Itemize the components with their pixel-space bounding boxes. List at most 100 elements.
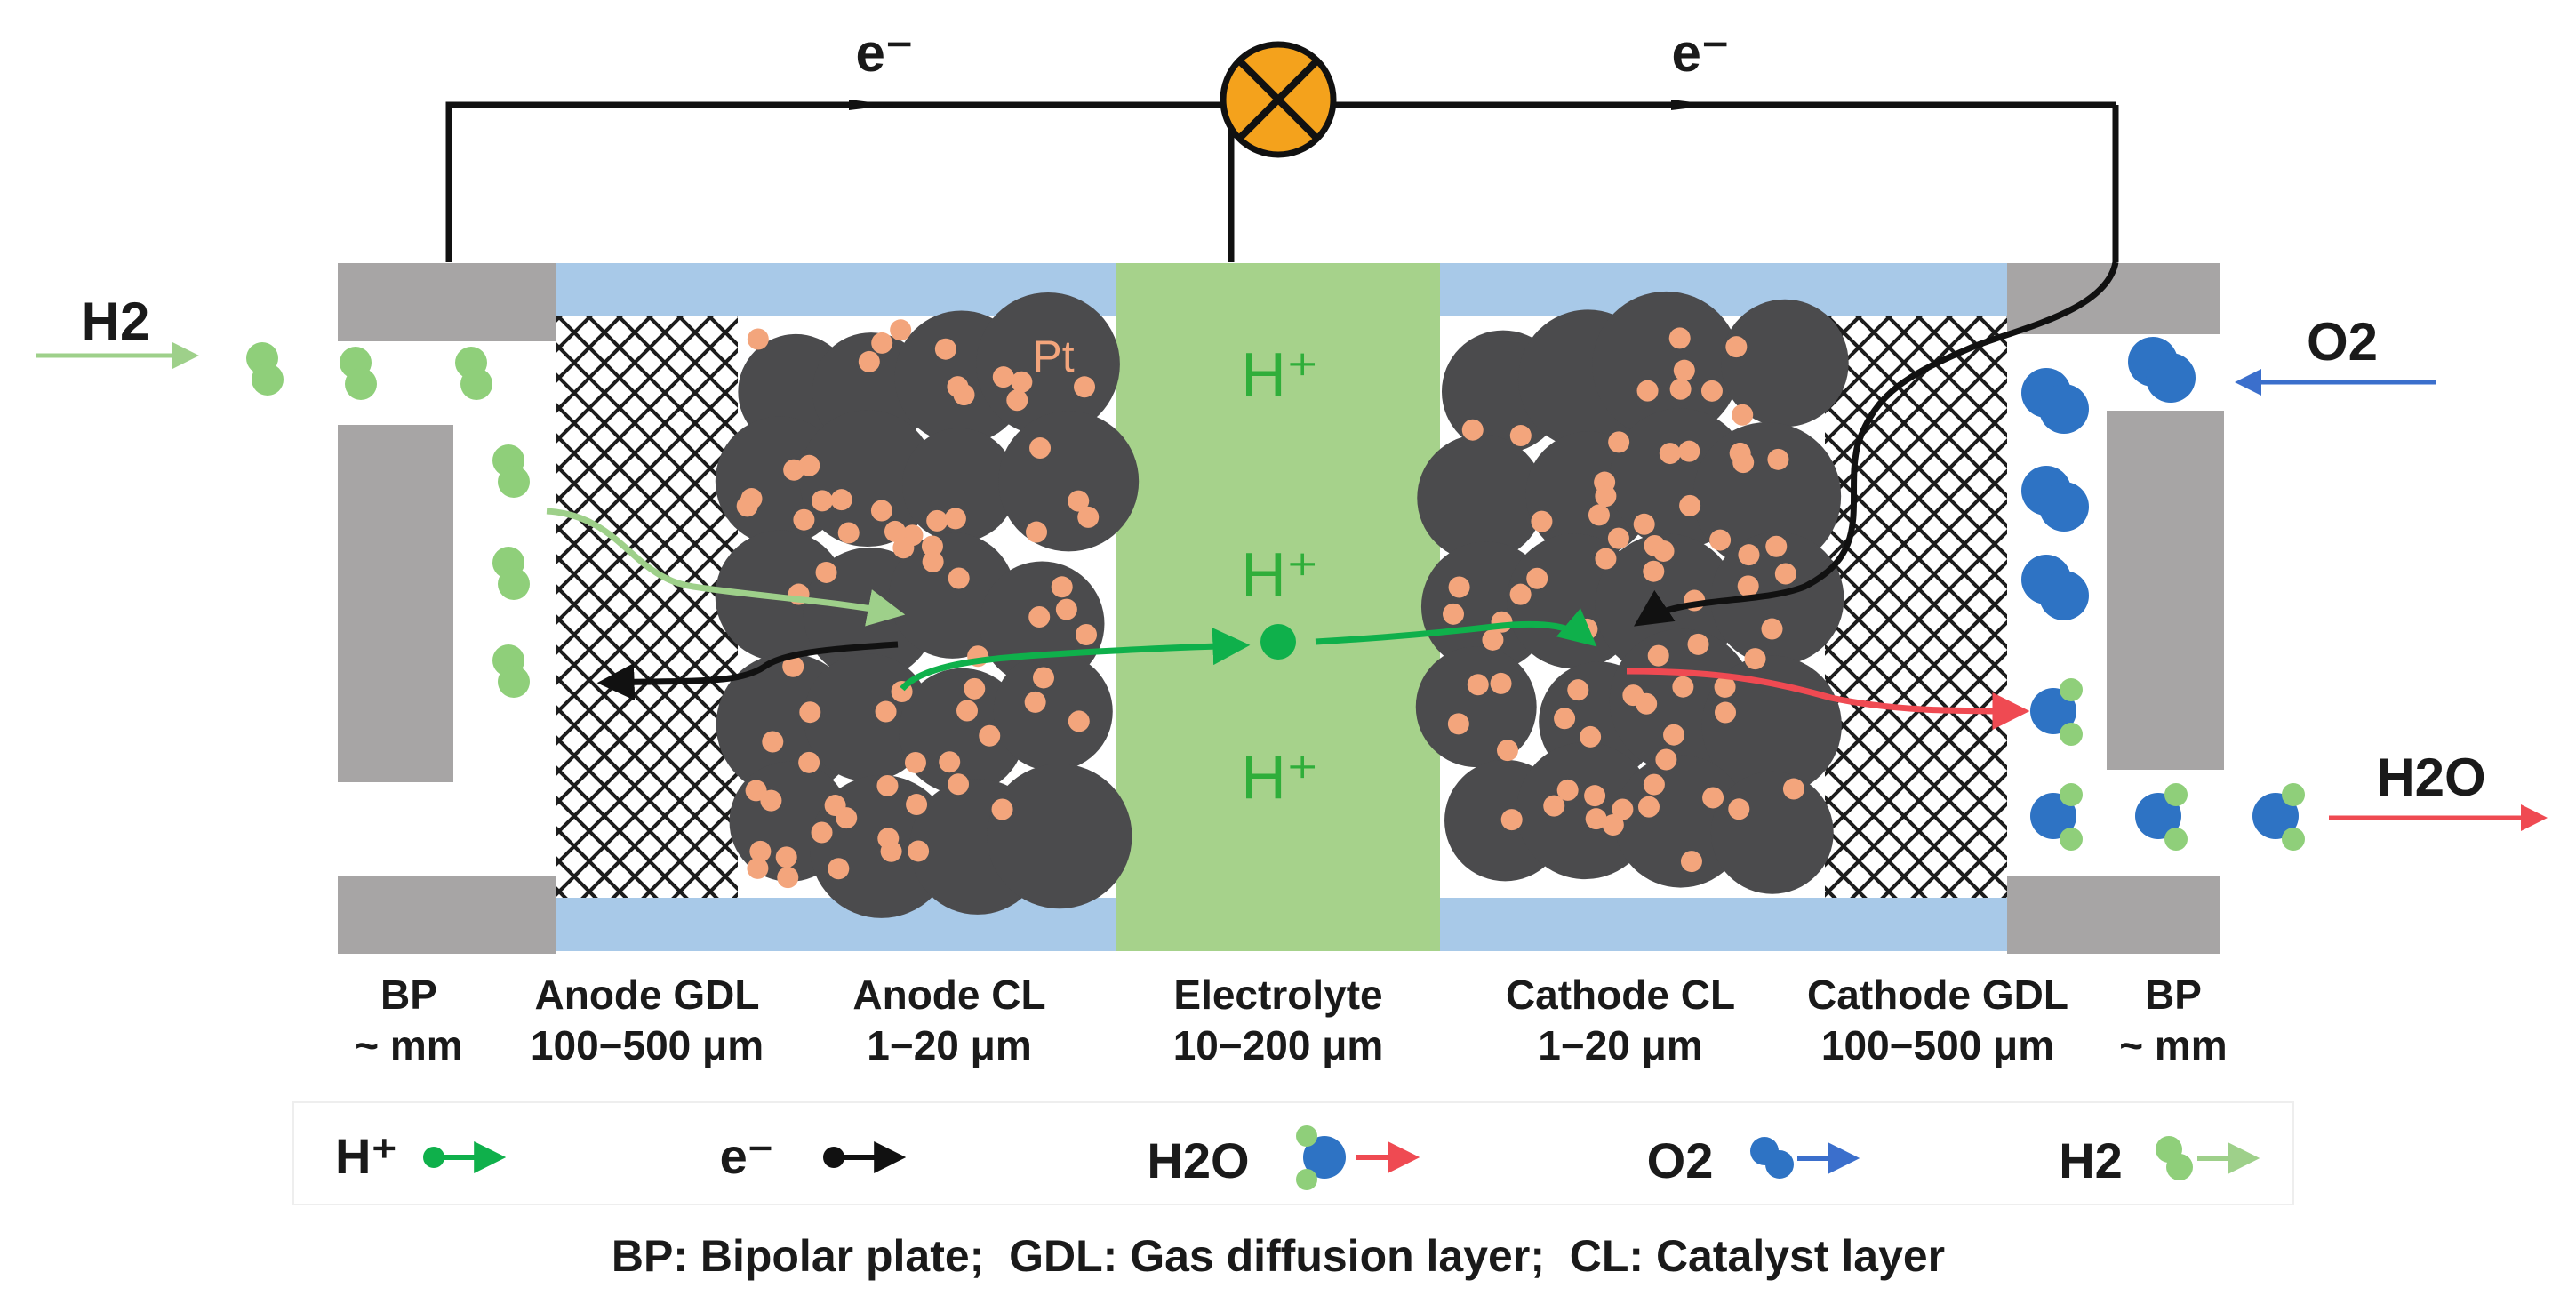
pt-nanoparticle xyxy=(953,384,975,406)
pt-nanoparticle xyxy=(1652,540,1675,562)
o2-molecule-icon xyxy=(2146,353,2196,403)
legend: H⁺ e⁻ H2O O2 H2 xyxy=(292,1101,2294,1205)
pt-nanoparticle xyxy=(1607,527,1629,549)
footnote: BP: Bipolar plate; GDL: Gas diffusion la… xyxy=(612,1231,1945,1281)
layer-name-electrolyte: Electrolyte xyxy=(1173,972,1382,1018)
legend-electron-label: e⁻ xyxy=(720,1128,774,1184)
o2-inlet-label: O2 xyxy=(2307,312,2378,372)
gdl-bands xyxy=(556,263,2007,951)
pt-nanoparticle xyxy=(783,459,805,481)
pt-nanoparticle xyxy=(1622,684,1644,707)
pt-nanoparticle xyxy=(1602,813,1624,836)
pt-nanoparticle xyxy=(1467,674,1489,696)
pt-nanoparticle xyxy=(1074,376,1096,398)
pt-nanoparticle xyxy=(926,509,948,532)
pt-nanoparticle xyxy=(904,751,926,773)
layer-labels: BP ~ mm Anode GDL 100−500 μm Anode CL 1−… xyxy=(355,972,2227,1068)
o2-molecule-icon xyxy=(2039,384,2089,434)
pt-nanoparticle xyxy=(747,328,769,350)
pt-nanoparticle xyxy=(1679,494,1701,516)
pt-nanoparticle xyxy=(1680,851,1702,873)
pt-nanoparticle xyxy=(1531,510,1553,532)
pt-nanoparticle xyxy=(1076,623,1098,645)
cathode-electron-path xyxy=(1634,261,2119,627)
pt-nanoparticle xyxy=(775,846,797,868)
pt-nanoparticle xyxy=(815,561,837,583)
pt-nanoparticle xyxy=(1669,378,1692,400)
pt-nanoparticle xyxy=(798,751,820,773)
external-circuit xyxy=(445,100,2119,262)
legend-oxygen-symbol xyxy=(1750,1137,1860,1179)
pt-nanoparticle xyxy=(1461,419,1484,441)
proton-dot xyxy=(1260,624,1296,660)
carbon-particle xyxy=(1592,291,1740,440)
pt-nanoparticle xyxy=(1509,425,1532,447)
pt-nanoparticle xyxy=(1077,506,1100,528)
layer-thickness-anode-cl: 1−20 μm xyxy=(867,1022,1031,1068)
pt-nanoparticle xyxy=(1673,359,1695,381)
pt-nanoparticle xyxy=(922,550,944,572)
pt-nanoparticle xyxy=(934,338,956,360)
pt-nanoparticle xyxy=(1714,676,1736,698)
pt-nanoparticle xyxy=(1715,701,1737,724)
pt-nanoparticle xyxy=(1051,576,1073,598)
anode-bipolar-plate xyxy=(338,263,556,954)
pt-nanoparticle xyxy=(1447,713,1469,735)
pt-nanoparticle xyxy=(956,700,978,722)
pt-label: Pt xyxy=(1032,332,1074,381)
h2-molecule-icon xyxy=(252,364,284,396)
pt-nanoparticle xyxy=(948,773,970,796)
pt-nanoparticle xyxy=(1687,633,1709,655)
pt-nanoparticle xyxy=(876,774,899,796)
h2o-molecule-icon xyxy=(2060,678,2083,701)
pt-nanoparticle xyxy=(991,798,1013,820)
o2-molecule-icon xyxy=(2039,571,2089,620)
h2-diffusion-path xyxy=(546,508,906,627)
legend-proton-label: H⁺ xyxy=(335,1128,397,1184)
legend-hydrogen-label: H2 xyxy=(2059,1132,2123,1188)
anode-gdl-mesh xyxy=(556,316,738,898)
pt-nanoparticle xyxy=(1700,380,1723,402)
pt-nanoparticle xyxy=(1011,371,1033,393)
pt-nanoparticle xyxy=(1032,667,1054,689)
pt-nanoparticle xyxy=(1490,672,1512,694)
layer-thickness-bp-anode: ~ mm xyxy=(355,1022,462,1068)
h2-molecule-icon xyxy=(498,666,530,698)
pt-nanoparticle xyxy=(964,677,986,700)
h2o-outlet-label: H2O xyxy=(2376,748,2485,807)
pt-nanoparticle xyxy=(908,840,930,862)
pt-nanoparticle xyxy=(884,520,906,542)
pt-nanoparticle xyxy=(1554,708,1576,730)
h2o-molecule-icon xyxy=(2282,783,2305,806)
pt-nanoparticle xyxy=(1482,628,1504,651)
legend-oxygen-label: O2 xyxy=(1647,1132,1714,1188)
pt-nanoparticle xyxy=(1659,443,1681,465)
carbon-particle xyxy=(1692,422,1842,571)
layer-thickness-cathode-cl: 1−20 μm xyxy=(1538,1022,1702,1068)
pt-nanoparticle xyxy=(880,840,902,862)
proton-label-top: H⁺ xyxy=(1241,340,1319,409)
h2o-molecule-icon xyxy=(2164,828,2188,851)
h2o-molecule-icon xyxy=(2164,783,2188,806)
pt-nanoparticle xyxy=(1709,529,1732,551)
pt-nanoparticle xyxy=(762,731,784,753)
carbon-particle xyxy=(998,411,1140,552)
pt-nanoparticle xyxy=(824,795,846,817)
anode-electron-path xyxy=(596,641,899,700)
pt-nanoparticle xyxy=(1509,583,1532,605)
pt-nanoparticle xyxy=(892,537,915,559)
pt-nanoparticle xyxy=(830,489,852,511)
pt-nanoparticle xyxy=(1663,724,1685,746)
pt-nanoparticle xyxy=(828,858,850,880)
pt-nanoparticle xyxy=(1526,567,1548,589)
pt-nanoparticle xyxy=(1024,691,1046,713)
water-path xyxy=(1626,668,2030,730)
pt-nanoparticle xyxy=(1608,431,1630,453)
carbon-particle xyxy=(1415,646,1537,768)
pt-nanoparticle xyxy=(1774,563,1796,585)
pt-nanoparticle xyxy=(1637,796,1660,818)
pt-nanoparticle xyxy=(1543,795,1565,817)
pt-nanoparticle xyxy=(1448,576,1470,598)
h2-molecule-icon xyxy=(345,368,377,400)
pt-nanoparticle xyxy=(1732,452,1755,474)
